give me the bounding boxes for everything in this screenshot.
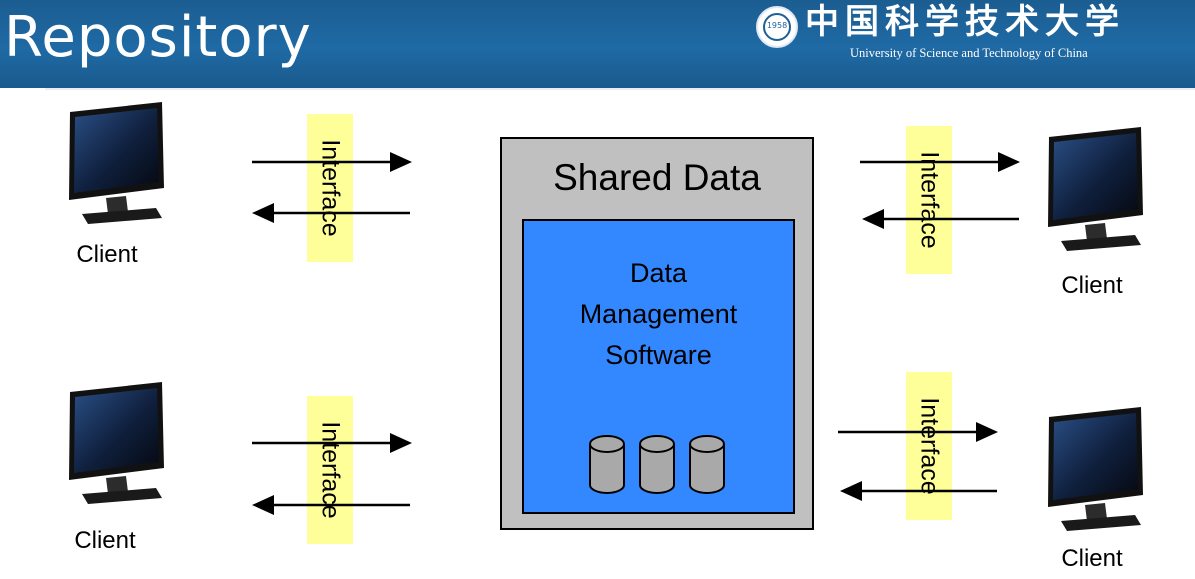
shared-data-title: Shared Data xyxy=(553,157,761,198)
monitor-icon xyxy=(1048,407,1143,531)
arrow-right-head xyxy=(390,433,412,453)
university-name-english: University of Science and Technology of … xyxy=(850,46,1088,60)
monitor-icon xyxy=(69,102,164,224)
arrow-left-head xyxy=(252,203,274,223)
university-name-chinese: 中国科学技术大学 xyxy=(805,2,1125,42)
interface-box: Interface xyxy=(307,396,353,544)
arrow-right-head xyxy=(976,422,998,442)
client-label: Client xyxy=(1061,545,1123,572)
database-icon xyxy=(689,435,725,494)
arrow-left-head xyxy=(840,481,862,501)
monitor-icon xyxy=(1048,127,1143,251)
arrow-right-head xyxy=(998,152,1020,172)
arrow-left-head xyxy=(252,495,274,515)
database-icon xyxy=(589,435,625,494)
header-divider xyxy=(45,88,1195,90)
monitor-icon xyxy=(69,382,164,504)
database-icon xyxy=(639,435,675,494)
university-seal-icon: 1958 xyxy=(756,6,798,48)
arrow-right-head xyxy=(390,152,412,172)
data-management-software-box: Data Management Software xyxy=(522,219,795,514)
client-label: Client xyxy=(1061,272,1123,299)
header-bar: Repository 1958 中国科学技术大学 University of S… xyxy=(0,0,1195,88)
data-management-software-label: Data Management Software xyxy=(579,258,738,370)
client-label: Client xyxy=(74,527,136,554)
interface-box: Interface xyxy=(307,114,353,262)
page-title: Repository xyxy=(4,5,312,70)
shared-data-box: Shared Data Data Management Software xyxy=(500,137,814,530)
client-label: Client xyxy=(76,241,138,268)
interface-box: Interface xyxy=(906,126,952,274)
arrow-left-head xyxy=(862,209,884,229)
interface-box: Interface xyxy=(906,372,952,520)
